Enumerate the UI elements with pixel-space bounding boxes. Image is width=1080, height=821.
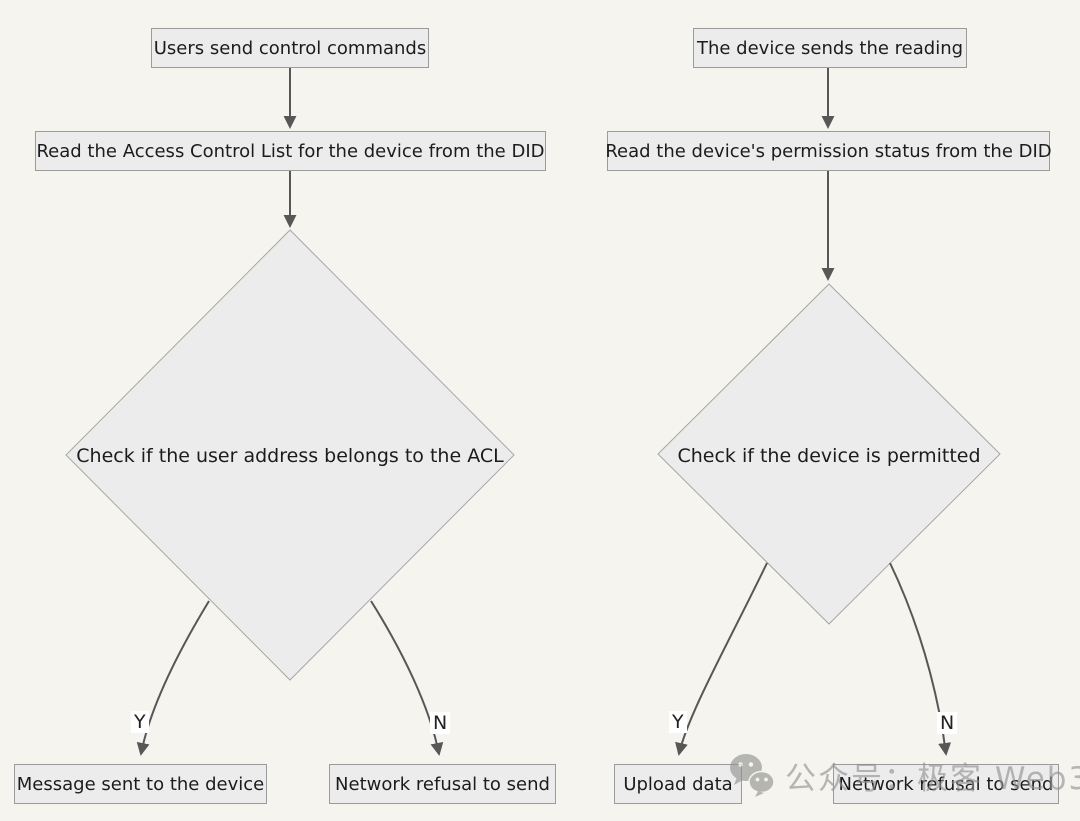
left-step-node: Read the Access Control List for the dev… — [35, 131, 546, 171]
right-decision-label: Check if the device is permitted — [677, 445, 981, 467]
right-no-result-node: Network refusal to send — [833, 764, 1059, 804]
left-arrow-decision-no — [370, 600, 444, 756]
right-start-node: The device sends the reading — [693, 28, 967, 68]
right-yes-edge-label: Y — [669, 711, 687, 733]
left-decision-diamond — [65, 229, 515, 681]
left-no-edge-label: N — [430, 712, 451, 734]
right-yes-result-node: Upload data — [614, 764, 742, 804]
right-step-node: Read the device's permission status from… — [605, 131, 1052, 171]
right-no-edge-label: N — [937, 712, 958, 734]
right-decision-diamond — [657, 283, 1001, 625]
right-arrow-decision-no — [889, 562, 952, 756]
left-arrow-decision-yes — [136, 600, 210, 756]
left-decision-label: Check if the user address belongs to the… — [76, 445, 504, 467]
left-yes-result-node: Message sent to the device — [14, 764, 267, 804]
right-arrow-decision-yes — [675, 562, 768, 756]
left-no-result-node: Network refusal to send — [329, 764, 556, 804]
left-start-node: Users send control commands — [151, 28, 429, 68]
left-yes-edge-label: Y — [131, 711, 149, 733]
